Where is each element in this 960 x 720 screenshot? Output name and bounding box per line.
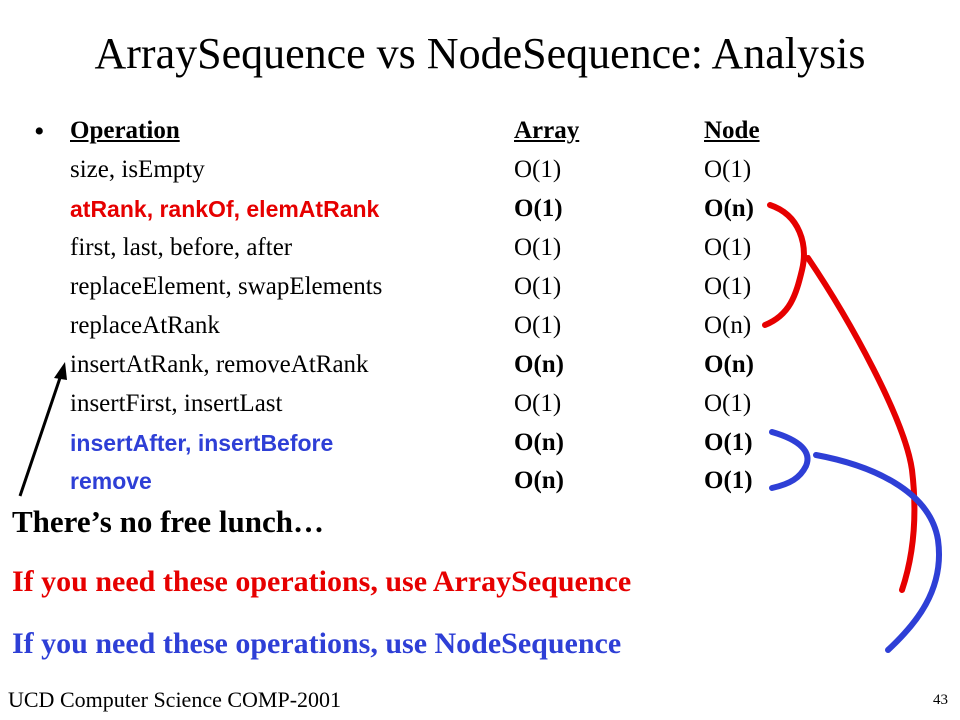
blue-bracket-curve (769, 429, 811, 491)
row-node-cost: O(n) (704, 312, 752, 339)
red-bracket-curve (762, 202, 807, 328)
row-array-cost: O(1) (514, 234, 562, 261)
row-node-cost: O(n) (704, 195, 754, 222)
row-node-cost: O(1) (704, 273, 752, 300)
row-operation: replaceAtRank (70, 312, 220, 339)
header-operation: Operation (70, 117, 180, 144)
row-operation: remove (70, 468, 152, 494)
slide-title: ArraySequence vs NodeSequence: Analysis (94, 29, 866, 78)
row-node-cost: O(1) (704, 467, 753, 494)
row-operation: insertFirst, insertLast (70, 390, 283, 417)
array-sequence-advice: If you need these operations, use ArrayS… (12, 565, 632, 598)
row-array-cost: O(1) (514, 273, 562, 300)
row-node-cost: O(1) (704, 390, 752, 417)
row-operation: size, isEmpty (70, 156, 205, 183)
row-array-cost: O(1) (514, 195, 563, 222)
row-node-cost: O(1) (704, 156, 752, 183)
header-array: Array (514, 117, 580, 144)
node-sequence-advice: If you need these operations, use NodeSe… (12, 627, 622, 660)
row-operation: atRank, rankOf, elemAtRank (70, 196, 380, 222)
row-operation: first, last, before, after (70, 234, 293, 261)
row-node-cost: O(1) (704, 429, 753, 456)
black-arrow (18, 362, 67, 497)
row-array-cost: O(1) (514, 156, 562, 183)
row-operation: replaceElement, swapElements (70, 273, 383, 300)
row-array-cost: O(n) (514, 467, 564, 494)
page-number: 43 (933, 692, 948, 708)
red-connector-line (805, 255, 918, 593)
row-array-cost: O(1) (514, 312, 562, 339)
free-lunch-message: There’s no free lunch… (12, 504, 324, 539)
row-operation: insertAtRank, removeAtRank (70, 351, 369, 378)
row-array-cost: O(n) (514, 351, 564, 378)
header-node: Node (704, 117, 760, 144)
row-node-cost: O(1) (704, 234, 752, 261)
slide-footer: UCD Computer Science COMP-2001 (8, 687, 342, 712)
row-array-cost: O(1) (514, 390, 562, 417)
row-array-cost: O(n) (514, 429, 564, 456)
bullet-marker: • (34, 115, 45, 148)
row-operation: insertAfter, insertBefore (70, 430, 334, 456)
row-node-cost: O(n) (704, 351, 754, 378)
blue-connector-line (813, 452, 943, 653)
